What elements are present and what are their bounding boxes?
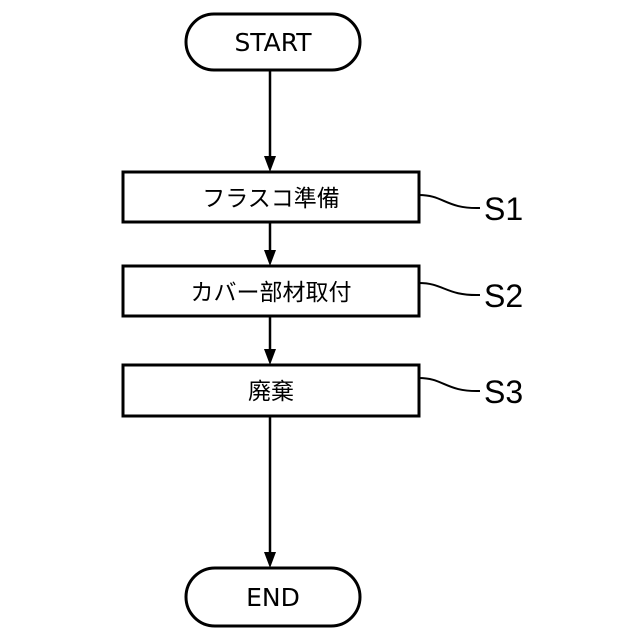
start-node: START (186, 14, 360, 70)
step-s2: カバー部材取付 S2 (123, 266, 523, 316)
step-s3: 廃棄 S3 (123, 365, 523, 416)
step-s3-ref: S3 (484, 374, 523, 410)
step-s1-label: フラスコ準備 (202, 186, 340, 212)
connector-start-s1 (264, 70, 276, 172)
arrow-head (264, 156, 276, 172)
arrow-head (264, 552, 276, 568)
connector-s3-end (264, 416, 276, 568)
step-s3-leader-line (419, 378, 480, 391)
arrow-head (264, 250, 276, 266)
step-s2-leader-line (419, 283, 480, 295)
step-s2-ref: S2 (484, 278, 523, 314)
step-s1-ref: S1 (484, 191, 523, 227)
start-label: START (234, 28, 312, 57)
step-s1: フラスコ準備 S1 (123, 172, 523, 227)
step-s1-leader-line (419, 195, 480, 208)
end-label: END (246, 583, 300, 612)
step-s2-label: カバー部材取付 (191, 280, 352, 306)
end-node: END (186, 568, 360, 626)
connector-s1-s2 (264, 222, 276, 266)
arrow-head (264, 349, 276, 365)
step-s3-label: 廃棄 (248, 379, 294, 405)
connector-s2-s3 (264, 316, 276, 365)
